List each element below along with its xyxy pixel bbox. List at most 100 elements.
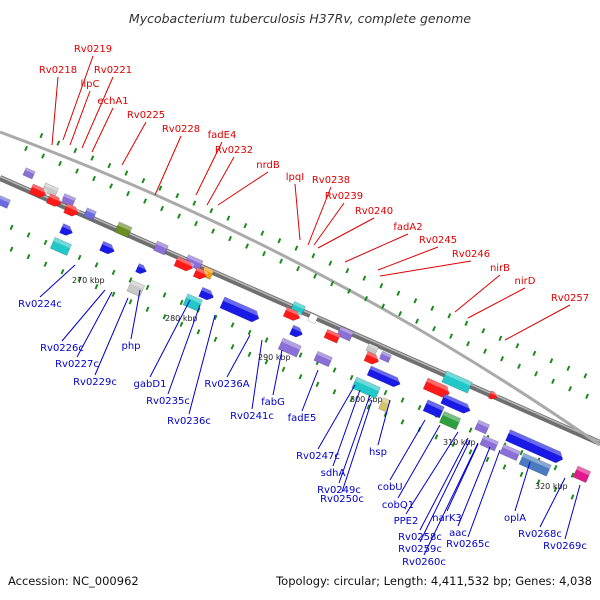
gene-feature — [307, 312, 319, 324]
feature-arrow — [63, 203, 79, 217]
gene-label-forward: Rv0221 — [94, 65, 132, 76]
leader-line — [564, 484, 581, 540]
tick-dot — [413, 298, 418, 304]
gene-label-reverse: PPE2 — [394, 516, 419, 527]
feature-shine — [285, 307, 302, 317]
tick-dot — [128, 277, 133, 283]
tick-dot — [126, 190, 130, 197]
feature-block — [351, 376, 381, 399]
tick-dot — [468, 449, 473, 455]
leader-line — [389, 419, 426, 481]
tick-dot — [192, 200, 197, 206]
tick-dot — [175, 192, 180, 199]
tick-dot — [9, 224, 14, 231]
gene-label-reverse: Rv0258c — [398, 532, 442, 543]
feature-shine — [44, 182, 59, 192]
tick-dot — [24, 145, 28, 152]
leader-line — [504, 304, 571, 341]
outer-arc — [0, 130, 600, 447]
leader-line — [344, 233, 409, 263]
gene-label-forward: Rv0228 — [162, 124, 200, 135]
tick-dot — [247, 329, 252, 336]
gene-feature — [192, 266, 209, 280]
feature-block — [441, 370, 473, 394]
leader-line — [317, 384, 356, 450]
feature-shine — [381, 351, 392, 358]
tick-dot — [145, 284, 150, 291]
gene-label-forward: Rv0257 — [551, 293, 589, 304]
gene-feature — [572, 465, 592, 483]
leader-line — [307, 186, 332, 246]
gene-feature — [153, 240, 169, 256]
gene-feature — [474, 419, 490, 435]
tick-dot — [481, 328, 486, 334]
tick-dot — [349, 374, 354, 381]
tick-dot — [464, 320, 469, 326]
feature-shine — [86, 207, 97, 215]
tick-dot — [400, 397, 405, 403]
tick-dot — [364, 295, 368, 302]
gene-feature — [441, 370, 473, 394]
feature-block — [518, 452, 552, 477]
leader-line — [149, 299, 191, 378]
genome-summary-text: Topology: circular; Length: 4,411,532 bp… — [275, 574, 592, 588]
tick-dot — [381, 303, 385, 309]
leader-line — [62, 55, 94, 141]
tick-dot — [417, 404, 422, 411]
tick-dot — [92, 175, 96, 182]
tick-dot — [58, 160, 62, 167]
leader-line — [514, 461, 531, 512]
leader-line — [397, 424, 441, 499]
feature-shine — [576, 466, 591, 476]
leader-line — [377, 246, 439, 271]
gene-feature — [173, 256, 195, 272]
leader-line — [405, 431, 459, 515]
feature-shine — [522, 453, 552, 469]
tick-dot — [345, 268, 350, 274]
gene-label-reverse: Rv0250c — [320, 494, 364, 505]
gene-feature — [83, 207, 97, 221]
gene-feature — [518, 452, 552, 477]
tick-dot — [262, 250, 266, 257]
tick-dot — [398, 311, 402, 317]
tick-label: 290 kbp — [258, 353, 291, 362]
tick-label: 280 kbp — [165, 314, 198, 323]
gene-feature — [363, 351, 381, 365]
gene-label-reverse: Rv0260c — [402, 557, 446, 568]
feature-block — [313, 350, 333, 368]
feature-shine — [223, 296, 262, 317]
gene-label-reverse: Rv0269c — [543, 541, 587, 552]
tick-dot — [366, 404, 371, 410]
tick-dot — [209, 207, 214, 214]
gene-label-reverse: Rv0224c — [18, 299, 62, 310]
feature-arrow — [363, 351, 380, 365]
feature-shine — [187, 254, 204, 265]
gene-feature — [277, 337, 302, 358]
feature-shine — [316, 351, 333, 361]
gene-feature — [49, 236, 72, 256]
gene-feature — [114, 221, 133, 238]
feature-shine — [309, 313, 319, 319]
leader-line — [251, 339, 263, 410]
tick-dot — [570, 472, 575, 478]
tick-dot — [332, 367, 337, 373]
feature-shine — [201, 287, 216, 296]
tick-dot — [179, 299, 184, 306]
gene-feature — [63, 203, 81, 217]
tick-dot — [277, 238, 282, 244]
tick-dot — [315, 381, 320, 388]
tick-dot — [77, 254, 82, 261]
feature-block — [153, 240, 169, 256]
tick-dot — [26, 254, 31, 260]
feature-shine — [443, 394, 473, 410]
gene-feature — [439, 411, 462, 430]
gene-feature — [28, 183, 48, 198]
feature-shine — [130, 279, 145, 290]
gene-label-reverse: php — [121, 341, 140, 352]
gene-label-reverse: aac — [449, 528, 467, 539]
feature-block — [49, 236, 72, 256]
tick-dot — [553, 464, 558, 471]
map-title: Mycobacterium tuberculosis H37Rv, comple… — [129, 11, 471, 26]
tick-dot — [230, 344, 235, 350]
gene-feature — [505, 429, 566, 464]
